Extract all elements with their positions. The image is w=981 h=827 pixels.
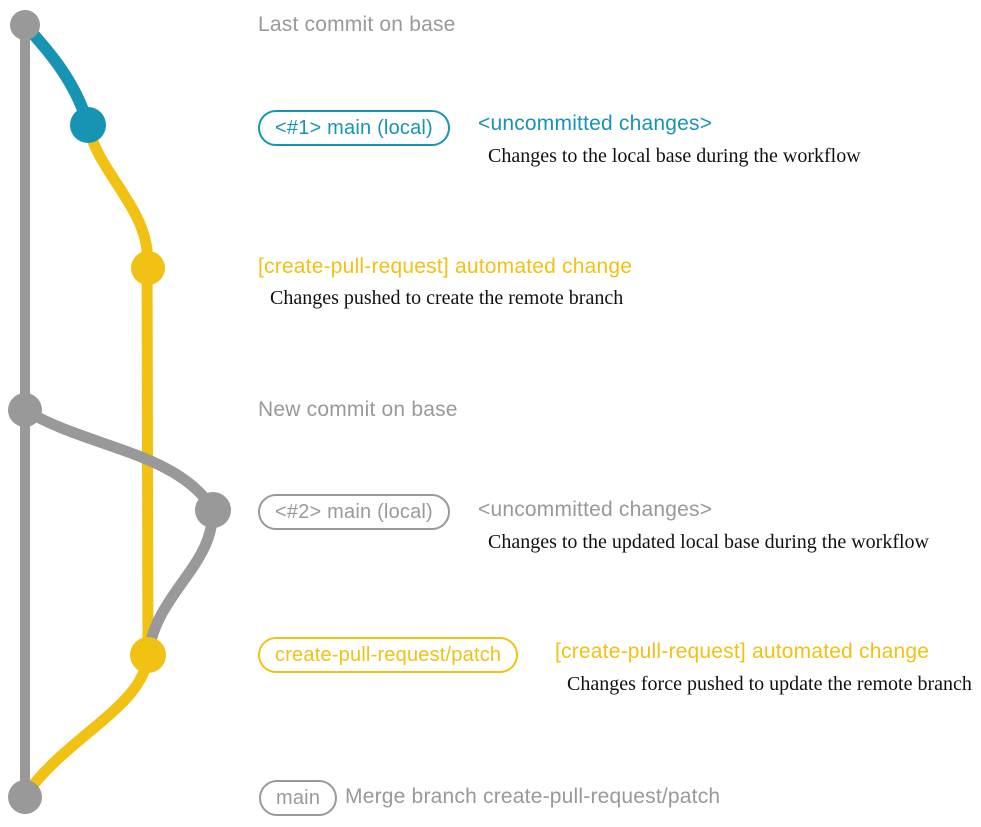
badge-create-pull-request-patch: create-pull-request/patch [258,637,519,673]
label-automated-change-1: [create-pull-request] automated change [258,255,633,278]
label-merge-branch: Merge branch create-pull-request/patch [345,785,721,808]
commit-dot-main-local-2 [195,492,231,528]
branch-main-local-2-curve-in [143,502,218,656]
label-automated-change-2: [create-pull-request] automated change [555,640,930,663]
desc-automated-change-2: Changes force pushed to update the remot… [567,673,972,695]
commit-dot-main-local-1 [70,107,106,143]
commit-dot-new-base [8,393,42,427]
label-new-commit-on-base: New commit on base [258,398,458,421]
desc-uncommitted-changes-2: Changes to the updated local base during… [488,531,929,553]
commit-dot-last-base [10,10,40,40]
badge-main-local-2: <#2> main (local) [258,494,450,530]
label-uncommitted-changes-1: <uncommitted changes> [478,112,713,135]
badge-main-local-1: <#1> main (local) [258,110,450,146]
desc-automated-change-1: Changes pushed to create the remote bran… [270,287,624,309]
label-last-commit-on-base: Last commit on base [258,13,456,36]
git-graph [8,10,231,814]
branch-patch-line [82,119,154,663]
desc-uncommitted-changes-1: Changes to the local base during the wor… [488,145,861,167]
commit-dot-merge [8,780,42,814]
commit-dot-patch-update [130,637,166,673]
commit-dot-automated-change-1 [131,251,165,285]
label-uncommitted-changes-2: <uncommitted changes> [478,498,713,521]
badge-main: main [259,780,338,816]
branch-patch-merge-curve [20,649,154,800]
branch-main-local-2-curve-out [19,404,218,514]
